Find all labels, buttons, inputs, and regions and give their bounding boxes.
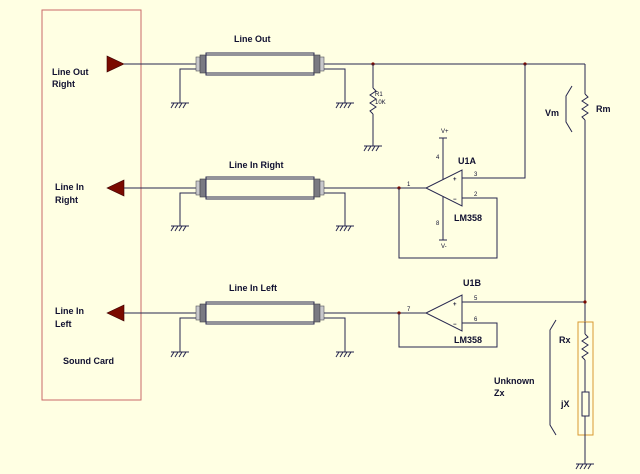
ground-icon [575, 457, 595, 470]
port-line-in-right-label-2: Right [55, 195, 78, 205]
r1-ref: R1 [375, 92, 383, 98]
cable-line-in-right [205, 176, 315, 200]
cable-line-out [205, 52, 315, 76]
u1a-ref: U1A [458, 156, 477, 166]
rm-label: Rm [596, 104, 611, 114]
port-line-in-left-label-1: Line In [55, 306, 84, 316]
port-line-out-right-label-1: Line Out [52, 67, 89, 77]
cable-line-in-right-label: Line In Right [229, 160, 284, 170]
jack-icon [313, 178, 325, 198]
ground-icon [170, 219, 190, 232]
port-in-arrow-icon [106, 304, 125, 322]
u1a-supply-plus: V+ [441, 129, 449, 135]
sound-card-box [41, 9, 142, 401]
resistor-r1 [369, 87, 377, 115]
cable-line-in-left-label: Line In Left [229, 283, 277, 293]
u1a-part: LM358 [454, 213, 482, 223]
resistor-rm [581, 93, 589, 121]
ground-icon [335, 219, 355, 232]
resistor-rx [581, 333, 589, 361]
cable-line-out-label: Line Out [234, 34, 271, 44]
jack-icon [195, 178, 207, 198]
op-amp-u1a [424, 169, 463, 207]
u1a-pin-vminus: 8 [436, 221, 440, 227]
r1-value: 10K [375, 100, 386, 106]
zx-bracket [549, 319, 557, 436]
u1b-ref: U1B [463, 278, 482, 288]
port-out-arrow-icon [106, 55, 125, 73]
cable-line-in-left [205, 301, 315, 325]
port-line-in-left-label-2: Left [55, 319, 72, 329]
jack-icon [195, 303, 207, 323]
u1b-part: LM358 [454, 335, 482, 345]
u1a-pin-plus: 3 [474, 172, 478, 178]
u1a-pin-vplus: 4 [436, 155, 440, 161]
ground-icon [363, 139, 383, 152]
ground-icon [170, 345, 190, 358]
rx-label: Rx [559, 335, 571, 345]
ground-icon [335, 345, 355, 358]
u1b-pin-plus: 5 [474, 296, 478, 302]
u1a-minus-sign: − [453, 197, 457, 203]
ground-icon [170, 96, 190, 109]
sound-card-label: Sound Card [63, 356, 114, 366]
port-line-in-right-label-1: Line In [55, 182, 84, 192]
port-in-arrow-icon [106, 179, 125, 197]
op-amp-u1b [424, 294, 463, 332]
port-line-out-right-label-2: Right [52, 79, 75, 89]
jack-icon [313, 54, 325, 74]
u1a-pin-minus: 2 [474, 192, 478, 198]
vm-bracket [565, 85, 573, 133]
jack-icon [195, 54, 207, 74]
ground-icon [335, 96, 355, 109]
u1a-pin-out: 1 [407, 182, 411, 188]
u1a-supply-minus: V- [441, 244, 447, 250]
reactance-jx [581, 391, 590, 417]
jack-icon [313, 303, 325, 323]
u1b-minus-sign: − [453, 322, 457, 328]
u1b-pin-out: 7 [407, 307, 411, 313]
unknown-label-1: Unknown [494, 376, 535, 386]
unknown-label-2: Zx [494, 388, 505, 398]
u1b-plus-sign: + [453, 302, 457, 308]
u1a-plus-sign: + [453, 177, 457, 183]
jx-label: jX [560, 399, 570, 409]
vm-label: Vm [545, 108, 559, 118]
u1b-pin-minus: 6 [474, 317, 478, 323]
